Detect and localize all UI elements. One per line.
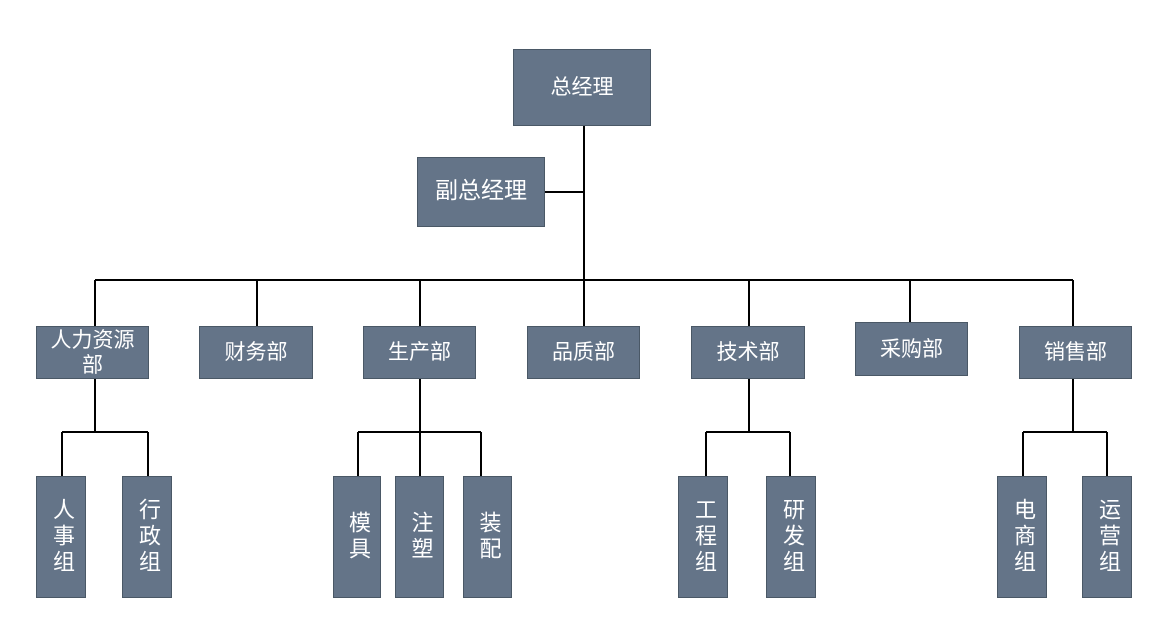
node-label: 运营组: [1094, 498, 1120, 576]
node-production-dept: 生产部: [363, 326, 476, 379]
node-label: 人力资源部: [50, 327, 135, 377]
node-label: 采购部: [880, 336, 943, 361]
node-technology-dept: 技术部: [691, 326, 805, 379]
node-label: 财务部: [224, 340, 288, 365]
node-label: 装配: [475, 511, 501, 563]
node-finance-dept: 财务部: [199, 326, 313, 379]
node-label: 行政组: [134, 498, 160, 576]
node-hr-personnel-team: 人事组: [36, 476, 86, 598]
node-label: 销售部: [1044, 340, 1107, 365]
node-label: 技术部: [716, 340, 780, 365]
node-rnd-team: 研发组: [766, 476, 816, 598]
node-purchasing-dept: 采购部: [855, 322, 968, 376]
node-general-manager: 总经理: [513, 49, 651, 126]
node-label: 人事组: [48, 498, 74, 576]
node-mold-team: 模具: [333, 476, 381, 598]
node-label: 电商组: [1009, 498, 1035, 576]
node-label: 总经理: [550, 75, 614, 100]
node-injection-team: 注塑: [395, 476, 444, 598]
node-label: 模具: [344, 511, 370, 563]
node-assembly-team: 装配: [463, 476, 512, 598]
node-operations-team: 运营组: [1082, 476, 1132, 598]
node-label: 品质部: [552, 340, 615, 365]
node-label: 工程组: [690, 498, 716, 576]
node-ecommerce-team: 电商组: [997, 476, 1047, 598]
node-sales-dept: 销售部: [1019, 326, 1132, 379]
node-hr-admin-team: 行政组: [122, 476, 172, 598]
node-label: 注塑: [407, 511, 433, 563]
node-deputy-general-manager: 副总经理: [417, 157, 545, 227]
node-engineering-team: 工程组: [678, 476, 728, 598]
node-label: 研发组: [778, 498, 804, 576]
node-hr-dept: 人力资源部: [36, 326, 149, 379]
node-label: 生产部: [388, 340, 451, 365]
node-label: 副总经理: [435, 178, 527, 205]
node-quality-dept: 品质部: [527, 326, 640, 379]
